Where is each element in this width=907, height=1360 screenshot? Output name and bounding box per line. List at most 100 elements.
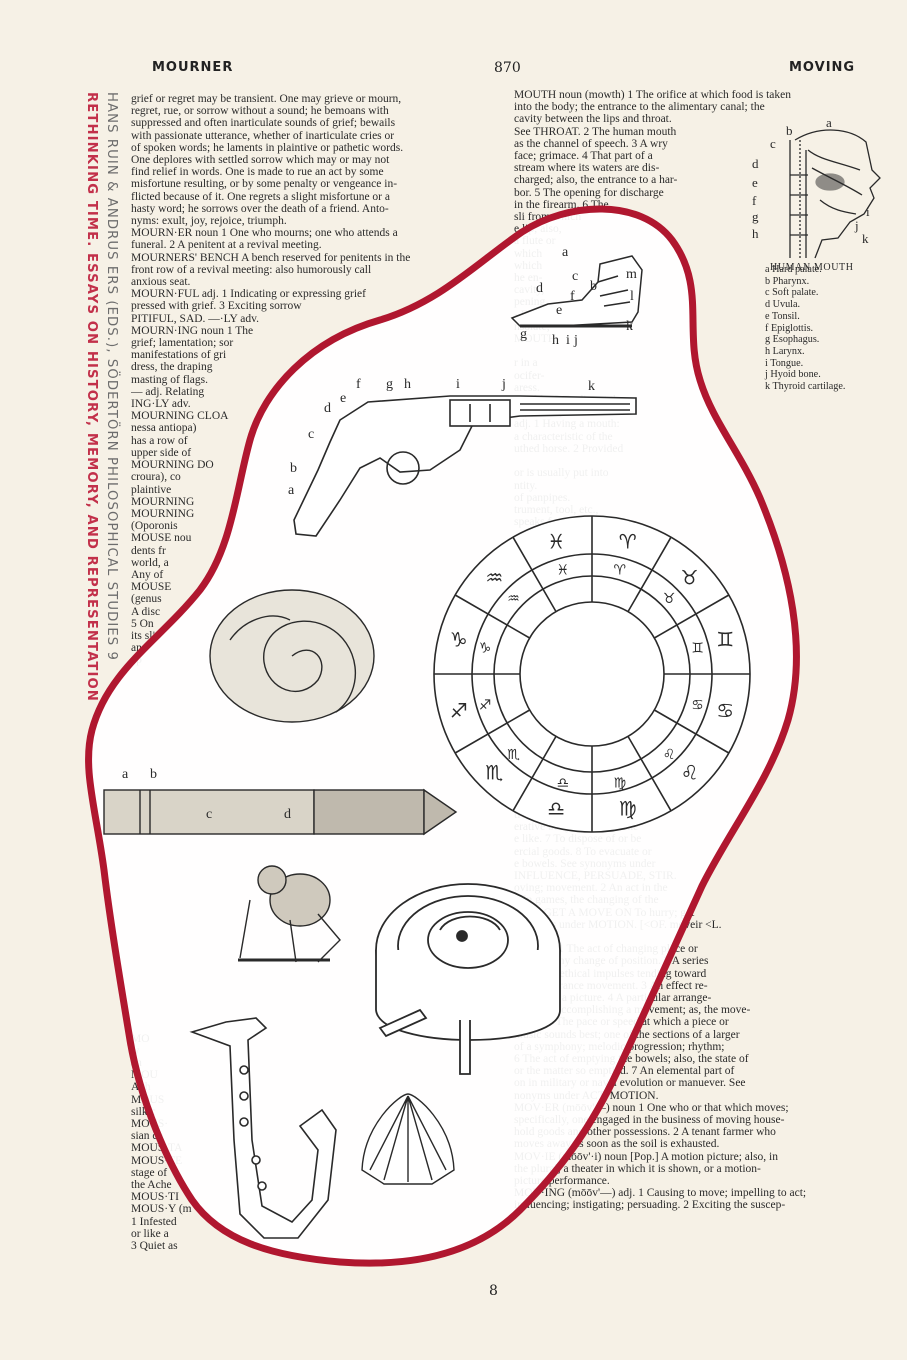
monkey-illustration <box>238 865 341 963</box>
book-subtitle: HANS RUIN & ANDRUS ERS (EDS.), SÖDERTÖRN… <box>104 92 119 661</box>
zodiac-sign-glyph: ♊ <box>691 641 704 657</box>
dictionary-line: stream where its waters are dis- <box>514 162 660 175</box>
svg-text:k: k <box>588 379 595 394</box>
dictionary-line: One deplores with settled sorrow which m… <box>131 154 390 167</box>
revolver-illustration <box>293 395 637 537</box>
dictionary-line: MOURNING DO <box>131 459 214 472</box>
nautilus-shell-illustration <box>209 589 375 723</box>
svg-text:d: d <box>284 807 291 822</box>
dictionary-line: charged; also, the entrance to a har- <box>514 174 678 187</box>
mouth-legend-item: k Thyroid cartilage. <box>765 381 846 393</box>
book-title: RETHINKING TIME. ESSAYS ON HISTORY, MEMO… <box>84 92 99 702</box>
svg-text:j: j <box>501 377 506 392</box>
zodiac-divider <box>653 594 730 639</box>
mouth-diagram-legend: a Hard palate.b Pharynx.c Soft palate.d … <box>765 264 845 393</box>
zodiac-divider <box>512 536 557 613</box>
zodiac-sign-glyph: ♈ <box>613 563 626 579</box>
dictionary-line: nyms: exult, joy, rejoice, triumph. <box>131 215 287 228</box>
svg-text:e: e <box>752 175 758 190</box>
dictionary-line: flicted because of it. One regrets a sli… <box>131 190 390 203</box>
dictionary-line: regret, rue, or sorrow without a sound; … <box>131 105 389 118</box>
mouth-legend-item: j Hyoid bone. <box>765 369 821 381</box>
dictionary-page-number: 870 <box>494 60 521 76</box>
zodiac-figure-glyph: ♐ <box>450 699 468 723</box>
dictionary-line: croura), co <box>131 471 181 484</box>
mouth-legend-item: a Hard palate. <box>765 264 822 275</box>
dictionary-line: with passionate utterance, whether of in… <box>131 129 395 142</box>
scallop-shell-illustration <box>361 1093 455 1185</box>
svg-text:f: f <box>356 377 361 392</box>
mouth-legend-item: i Tongue. <box>765 357 804 369</box>
zodiac-sign-glyph: ♓ <box>557 563 570 579</box>
svg-text:e: e <box>556 303 562 318</box>
dictionary-guide-word-left: MOURNER <box>152 60 234 75</box>
dictionary-left-column: grief or regret may be transient. One ma… <box>131 93 493 1252</box>
dictionary-line: manifestations of gri <box>131 349 227 362</box>
saxophone-illustration <box>189 1017 337 1239</box>
dictionary-line: MOURN·ING noun 1 The <box>131 324 254 337</box>
dictionary-line: misfortune resulting, or by some penalty… <box>131 178 398 191</box>
human-mouth-diagram <box>789 129 881 259</box>
dictionary-line: dents fr <box>131 544 166 557</box>
dictionary-line: find relief in words. One is made to rue… <box>131 166 384 179</box>
dictionary-line: MOUS·TI <box>131 1191 179 1204</box>
svg-text:l: l <box>630 289 634 304</box>
dictionary-line: plaintive <box>131 483 172 496</box>
dictionary-line: 3 Quiet as <box>131 1240 178 1253</box>
dictionary-line: funeral. 2 A penitent at a revival meeti… <box>131 239 322 252</box>
svg-text:i: i <box>456 377 460 392</box>
dictionary-line: MOURN·FUL adj. 1 Indicating or expressin… <box>131 288 366 301</box>
dictionary-line: has a row of <box>131 434 188 447</box>
svg-text:a: a <box>826 115 832 130</box>
zodiac-divider <box>454 594 531 639</box>
zodiac-sign-glyph: ♌ <box>663 747 676 763</box>
dictionary-line: cavity between the lips and throat. <box>514 113 672 126</box>
zodiac-figure-glyph: ♎ <box>547 796 565 820</box>
spine-text-block: RETHINKING TIME. ESSAYS ON HISTORY, MEMO… <box>84 92 124 702</box>
svg-text:f: f <box>570 289 575 304</box>
svg-text:g: g <box>386 377 393 392</box>
svg-text:k: k <box>626 319 633 334</box>
dictionary-line: suppressed and often inarticulate sounds… <box>131 117 396 130</box>
svg-text:j: j <box>854 218 859 233</box>
dictionary-line: front row of a revival meeting: also hum… <box>131 263 372 276</box>
svg-text:a: a <box>562 245 569 260</box>
zodiac-sign-glyph: ♍ <box>613 775 626 791</box>
dictionary-line: influencing; instigating; persuading. 2 … <box>514 1199 786 1212</box>
zodiac-figure-glyph: ♏ <box>485 761 503 785</box>
dictionary-line: world, a <box>131 556 169 569</box>
cartridge-letters: a b c d <box>122 767 291 822</box>
zodiac-divider <box>512 735 557 812</box>
cover-folio-number: 8 <box>489 1283 498 1299</box>
dictionary-line: (genus <box>131 593 162 606</box>
dictionary-line: nessa antiopa) <box>131 422 197 435</box>
dictionary-line: hasty word; he sorrows over the death of… <box>131 202 389 215</box>
mouth-legend-item: b Pharynx. <box>765 275 810 287</box>
dictionary-line: A disc <box>131 605 161 618</box>
svg-text:i: i <box>866 204 870 219</box>
dictionary-line: dress, the draping <box>131 361 213 374</box>
mouth-legend-item: c Soft palate. <box>765 287 819 299</box>
svg-text:k: k <box>862 231 869 246</box>
dictionary-line: anxious seat. <box>131 276 191 289</box>
svg-text:g: g <box>752 209 759 224</box>
dictionary-line: masting of flags. <box>131 373 208 386</box>
dictionary-guide-word-right: MOVING <box>789 60 856 75</box>
dictionary-line: (Oporonis <box>131 520 178 533</box>
revolver-letters: a b c d e f g h i j k <box>288 377 595 498</box>
zodiac-figure-glyph: ♊ <box>716 627 734 651</box>
dictionary-line: MOURNERS' BENCH A bench reserved for pen… <box>131 251 411 264</box>
zodiac-divider <box>627 536 672 613</box>
dictionary-line: 1 Infested <box>131 1215 177 1228</box>
dictionary-line: MOURNING <box>131 507 195 520</box>
dictionary-line: Any of <box>131 568 164 581</box>
dictionary-line: bor. 5 The opening for discharge <box>514 186 664 199</box>
dictionary-line: or like a <box>131 1227 169 1240</box>
dictionary-line: MOV·ING (mōōv'—) adj. 1 Causing to move;… <box>514 1187 807 1200</box>
cartridge-illustration <box>103 788 458 836</box>
dictionary-line: grief; lamentation; sor <box>131 337 234 350</box>
dictionary-line: MOV·IE (mōōv'·i) noun [Pop.] A motion pi… <box>514 1150 778 1163</box>
dictionary-line: MOUS·Y (m <box>131 1203 192 1216</box>
dictionary-line: MOURNING CLOA <box>131 410 229 423</box>
